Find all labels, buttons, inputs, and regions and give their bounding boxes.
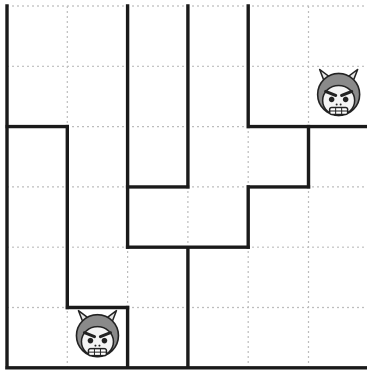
grid-cell-r4-c5[interactable]	[309, 247, 367, 307]
grid-cell-r4-c3[interactable]	[188, 247, 248, 307]
grid-cell-r1-c4[interactable]	[248, 66, 308, 126]
grid-cell-r3-c3[interactable]	[188, 187, 248, 247]
grid-cell-r2-c5[interactable]	[309, 127, 367, 187]
grid-cell-r4-c0[interactable]	[7, 247, 67, 307]
grid-cell-r0-c4[interactable]	[248, 6, 308, 66]
oni-icon	[318, 69, 360, 115]
grid-cell-r4-c4[interactable]	[248, 247, 308, 307]
grid-cell-r1-c1[interactable]	[67, 66, 127, 126]
grid-cell-r4-c1[interactable]	[67, 247, 127, 307]
grid-cell-r2-c0[interactable]	[7, 127, 67, 187]
grid-cell-r2-c1[interactable]	[67, 127, 127, 187]
grid-cell-r0-c5[interactable]	[309, 6, 367, 66]
grid-cell-r0-c1[interactable]	[67, 6, 127, 66]
grid-cell-r0-c3[interactable]	[188, 6, 248, 66]
grid-cell-r3-c0[interactable]	[7, 187, 67, 247]
grid-cell-r5-c3[interactable]	[188, 308, 248, 368]
grid-cell-r2-c3[interactable]	[188, 127, 248, 187]
grid-cell-r5-c0[interactable]	[7, 308, 67, 368]
grid-cell-r0-c0[interactable]	[7, 6, 67, 66]
grid-cell-r1-c0[interactable]	[7, 66, 67, 126]
grid-cell-r2-c2[interactable]	[128, 127, 188, 187]
grid-cell-r5-c5[interactable]	[309, 308, 367, 368]
grid-cell-r3-c5[interactable]	[309, 187, 367, 247]
grid-cell-r3-c4[interactable]	[248, 187, 308, 247]
grid-cell-r4-c2[interactable]	[128, 247, 188, 307]
grid-cell-r1-c2[interactable]	[128, 66, 188, 126]
grid-cell-r0-c2[interactable]	[128, 6, 188, 66]
grid-cell-r5-c2[interactable]	[128, 308, 188, 368]
oni-icon	[76, 311, 118, 357]
grid-cell-r5-c4[interactable]	[248, 308, 308, 368]
grid-cell-r2-c4[interactable]	[248, 127, 308, 187]
grid-cell-r3-c1[interactable]	[67, 187, 127, 247]
grid-cell-r3-c2[interactable]	[128, 187, 188, 247]
grid-cell-r1-c3[interactable]	[188, 66, 248, 126]
